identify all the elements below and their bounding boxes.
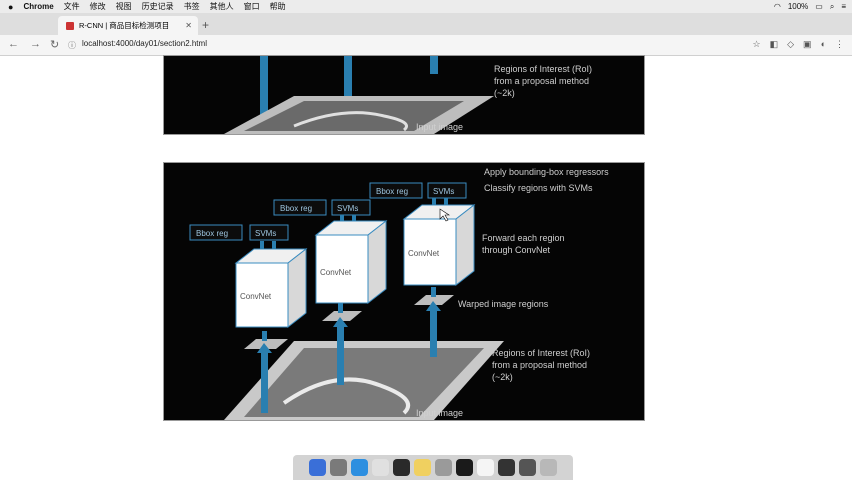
- bookmark-star-icon[interactable]: ☆: [752, 39, 761, 49]
- preview-icon[interactable]: [414, 459, 431, 476]
- search-icon[interactable]: ⌕: [829, 1, 835, 11]
- text-forward-2: through ConvNet: [482, 245, 551, 255]
- battery-icon[interactable]: ▭: [815, 2, 823, 11]
- rcnn-diagram: Apply bounding-box regressors Classify r…: [189, 167, 609, 420]
- wifi-icon[interactable]: ◠: [773, 2, 781, 11]
- forward-icon[interactable]: →: [30, 38, 41, 50]
- favicon-icon: [66, 21, 74, 30]
- menu-file[interactable]: 文件: [63, 2, 80, 11]
- terminal-icon[interactable]: [456, 459, 473, 476]
- address-bar[interactable]: localhost:4000/day01/section2.html: [82, 39, 207, 48]
- menu-people[interactable]: 其他人: [209, 2, 234, 11]
- menu-icon[interactable]: ⋮: [835, 39, 844, 49]
- mouse-cursor-icon: [439, 208, 450, 222]
- label-group-1: Bbox reg SVMs: [189, 224, 289, 241]
- convnet-cube-2: ConvNet: [314, 219, 388, 305]
- safari-icon[interactable]: [351, 459, 368, 476]
- app-icon[interactable]: [519, 459, 536, 476]
- reload-icon[interactable]: ↻: [50, 39, 60, 51]
- app-menu[interactable]: Chrome: [23, 2, 54, 11]
- caption-roi-3: (~2k): [494, 88, 515, 98]
- apple-menu-icon[interactable]: ●: [8, 1, 14, 12]
- extension-icon[interactable]: ◧: [769, 39, 779, 49]
- close-tab-icon[interactable]: ✕: [185, 21, 192, 30]
- bbox-reg-label-3: Bbox reg: [376, 187, 408, 196]
- svms-label-2: SVMs: [337, 204, 358, 213]
- svms-label-3: SVMs: [433, 187, 454, 196]
- svms-label-1: SVMs: [255, 229, 276, 238]
- tab-active[interactable]: R-CNN | 商品目标检测项目 ✕: [58, 16, 198, 35]
- url-path: :4000/day01/section2.html: [113, 39, 207, 48]
- convnet-cube-3: ConvNet: [402, 203, 476, 287]
- obs-icon[interactable]: [498, 459, 515, 476]
- control-center-icon[interactable]: ≡: [841, 2, 846, 11]
- info-icon[interactable]: ⓘ: [68, 41, 76, 50]
- browser-toolbar: ← → ↻ ⓘ localhost:4000/day01/section2.ht…: [0, 35, 852, 56]
- slide-top-figure: Regions of Interest (RoI) from a proposa…: [224, 56, 592, 134]
- battery-percent: 100%: [787, 2, 809, 11]
- typora-icon[interactable]: [477, 459, 494, 476]
- finder-icon[interactable]: [309, 459, 326, 476]
- bbox-reg-label-1: Bbox reg: [196, 229, 228, 238]
- chrome-icon[interactable]: [372, 459, 389, 476]
- menu-history[interactable]: 历史记录: [141, 2, 174, 11]
- input-image-label: Input image: [416, 122, 463, 132]
- menu-window[interactable]: 窗口: [243, 2, 260, 11]
- extension-icon-3[interactable]: ▣: [803, 39, 812, 49]
- profile-icon[interactable]: ◐: [820, 39, 826, 49]
- trash-icon[interactable]: [540, 459, 557, 476]
- pycharm-icon[interactable]: [393, 459, 410, 476]
- convnet-cube-1: ConvNet: [234, 247, 308, 329]
- text-roi-3: (~2k): [492, 372, 513, 382]
- tab-title: R-CNN | 商品目标检测项目: [79, 21, 170, 30]
- convnet-label-1: ConvNet: [240, 292, 272, 301]
- system-preferences-icon[interactable]: [435, 459, 452, 476]
- text-forward-1: Forward each region: [482, 233, 565, 243]
- text-apply-bbox: Apply bounding-box regressors: [484, 167, 609, 177]
- launchpad-icon[interactable]: [330, 459, 347, 476]
- caption-roi-1: Regions of Interest (RoI): [494, 64, 592, 74]
- input-image-label-2: Input image: [416, 408, 463, 418]
- menu-bar: ● Chrome 文件 修改 视图 历史记录 书签 其他人 窗口 帮助 ◠ 10…: [0, 0, 852, 13]
- tab-bar: R-CNN | 商品目标检测项目 ✕ +: [0, 13, 852, 35]
- text-classify: Classify regions with SVMs: [484, 183, 593, 193]
- label-group-3: Bbox reg SVMs: [369, 182, 467, 199]
- label-group-2: Bbox reg SVMs: [273, 199, 371, 216]
- caption-roi-2: from a proposal method: [494, 76, 589, 86]
- menu-help[interactable]: 帮助: [269, 2, 286, 11]
- menu-edit[interactable]: 修改: [89, 2, 106, 11]
- text-roi-2: from a proposal method: [492, 360, 587, 370]
- convnet-label-2: ConvNet: [320, 268, 352, 277]
- slide-rcnn-pipeline: Apply bounding-box regressors Classify r…: [163, 162, 645, 421]
- bbox-reg-label-2: Bbox reg: [280, 204, 312, 213]
- extension-icon-2[interactable]: ◇: [787, 39, 795, 49]
- text-warped: Warped image regions: [458, 299, 549, 309]
- slide-top-image: Regions of Interest (RoI) from a proposa…: [163, 55, 645, 135]
- dock: [293, 455, 573, 480]
- back-icon[interactable]: ←: [8, 38, 19, 50]
- convnet-label-3: ConvNet: [408, 249, 440, 258]
- new-tab-icon[interactable]: +: [202, 18, 210, 32]
- text-roi-1: Regions of Interest (RoI): [492, 348, 590, 358]
- menu-bookmarks[interactable]: 书签: [183, 2, 200, 11]
- menu-view[interactable]: 视图: [115, 2, 132, 11]
- url-host: localhost: [82, 39, 114, 48]
